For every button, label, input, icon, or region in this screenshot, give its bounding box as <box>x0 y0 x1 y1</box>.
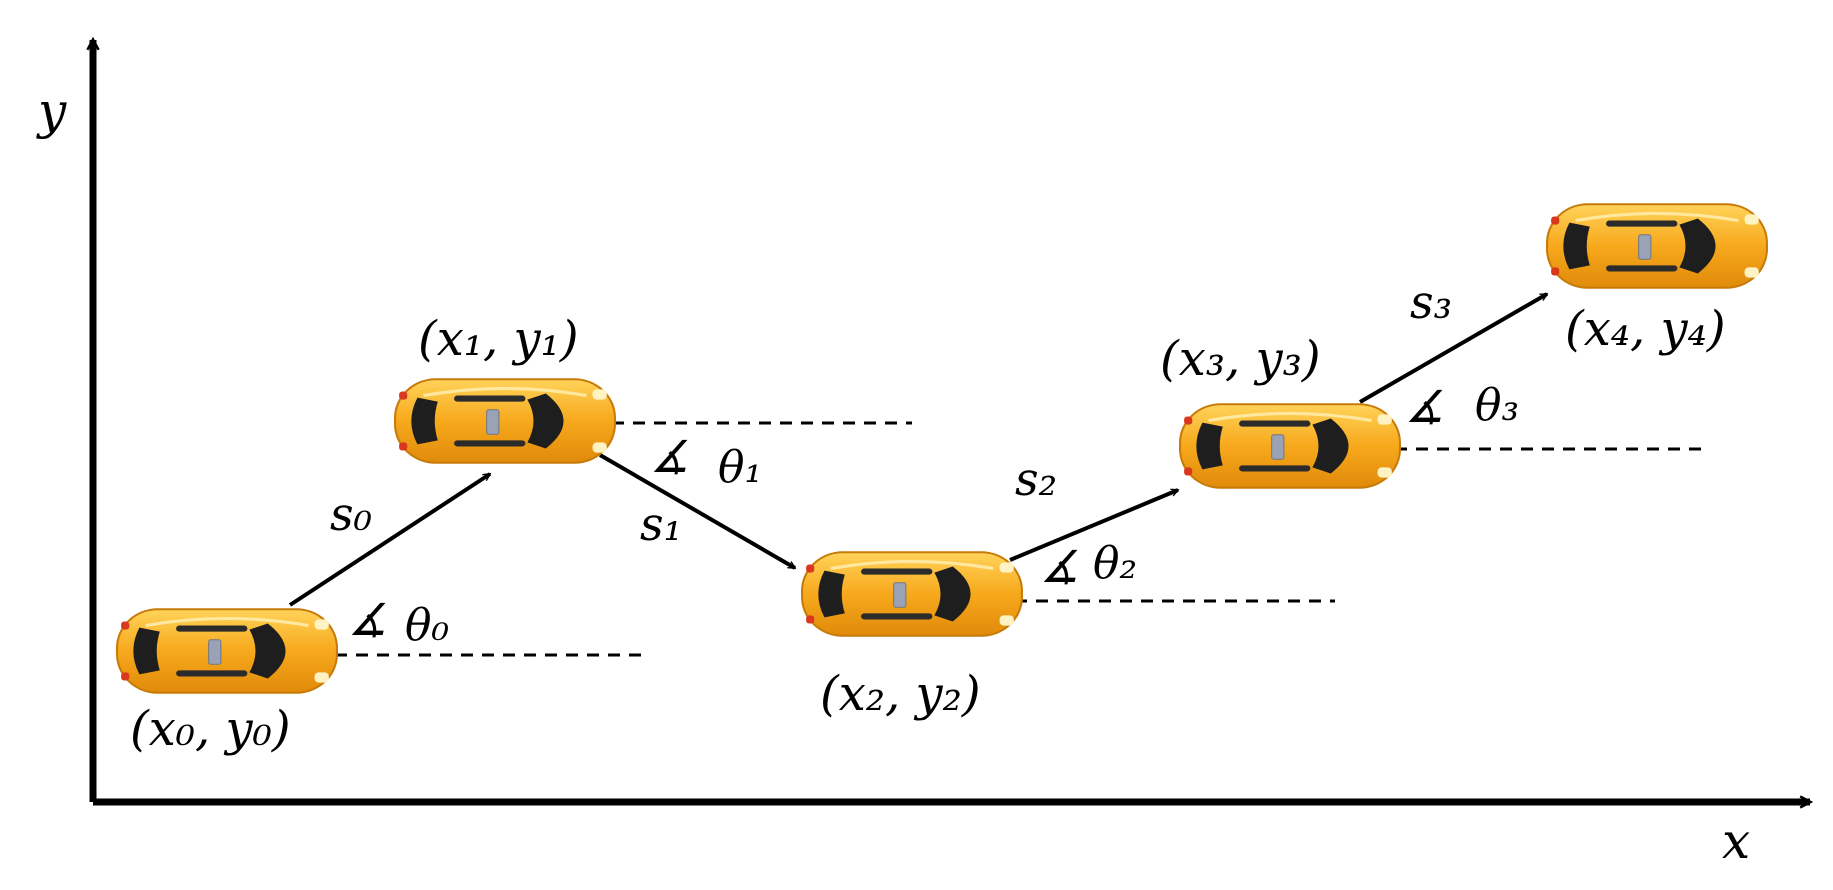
angle-label-1: θ₁ <box>718 442 762 493</box>
car-3 <box>1178 402 1402 490</box>
segment-label-2: s₂ <box>1015 452 1057 506</box>
angle-label-3: θ₃ <box>1475 380 1519 431</box>
segment-arrow-2 <box>1009 488 1178 562</box>
angle-icon: ∡ <box>1040 542 1079 593</box>
car-label-0: (x₀, y₀) <box>130 701 291 757</box>
segment-label-1: s₁ <box>640 497 682 551</box>
car-label-1: (x₁, y₁) <box>418 311 579 367</box>
car-0 <box>115 607 339 695</box>
segment-label-0: s₀ <box>330 487 372 541</box>
angle-marker-0: ∡ θ₀ <box>348 595 449 651</box>
y-axis-label: y <box>36 82 67 140</box>
car-1 <box>393 377 617 465</box>
segment-arrow-0 <box>288 472 490 607</box>
segment-label-3: s₃ <box>1410 275 1452 329</box>
car-label-3: (x₃, y₃) <box>1160 331 1321 387</box>
car-label-2: (x₂, y₂) <box>820 666 981 722</box>
angle-label-2: θ₂ <box>1093 538 1137 589</box>
angle-label-0: θ₀ <box>405 600 449 651</box>
segment-arrow-3 <box>1358 292 1547 404</box>
segment-arrow-1 <box>598 453 795 570</box>
angle-icon: ∡ <box>650 432 689 483</box>
angle-icon: ∡ <box>1405 382 1444 433</box>
angle-marker-2: ∡ θ₂ <box>1040 538 1137 593</box>
car-2 <box>800 550 1024 638</box>
x-axis-label: x <box>1722 812 1750 870</box>
angle-marker-3: ∡ θ₃ <box>1405 380 1519 433</box>
car-label-4: (x₄, y₄) <box>1565 301 1726 357</box>
car-4 <box>1545 202 1769 290</box>
angle-icon: ∡ <box>348 595 387 646</box>
angle-marker-1: ∡ θ₁ <box>650 432 762 493</box>
